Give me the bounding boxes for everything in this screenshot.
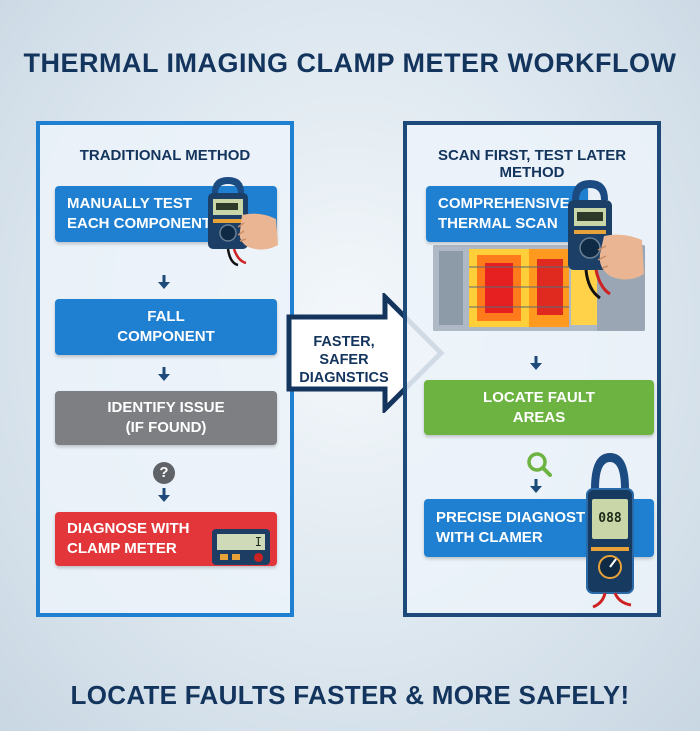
- traditional-method-heading: TRADITIONAL METHOD: [40, 147, 290, 164]
- locate-fault-line1: LOCATE FAULT: [424, 388, 654, 408]
- arrow-down-icon: [530, 356, 542, 370]
- arrow-down-icon: [158, 275, 170, 289]
- arrow-down-icon: [158, 488, 170, 502]
- fall-component-line1: FALL: [55, 307, 277, 327]
- multimeter-icon: I: [212, 529, 270, 565]
- magnifier-icon: [526, 451, 552, 477]
- arrow-label-line2: DIAGNSTICS: [290, 369, 398, 387]
- identify-issue-line2: (IF FOUND): [55, 418, 277, 438]
- fall-component-step: FALL COMPONENT: [55, 299, 277, 355]
- locate-fault-areas-step: LOCATE FAULT AREAS: [424, 380, 654, 435]
- identify-issue-line1: IDENTIFY ISSUE: [55, 398, 277, 418]
- fall-component-line2: COMPONENT: [55, 327, 277, 347]
- arrow-label-line1: FASTER, SAFER: [290, 333, 398, 369]
- large-clamp-meter-icon: 088: [585, 449, 635, 609]
- arrow-down-icon: [158, 367, 170, 381]
- clamp-meter-icon: [562, 178, 646, 306]
- large-meter-display: 088: [592, 499, 628, 539]
- page-title: THERMAL IMAGING CLAMP METER WORKFLOW: [0, 48, 700, 79]
- arrow-down-icon: [530, 479, 542, 493]
- clamp-meter-icon: [198, 175, 282, 267]
- scan-first-heading: SCAN FIRST, TEST LATER METHOD: [407, 147, 657, 181]
- hand-icon: [600, 235, 644, 280]
- meter-display: I: [217, 534, 265, 550]
- locate-fault-line2: AREAS: [424, 408, 654, 428]
- hand-icon: [240, 214, 278, 250]
- footer-tagline: LOCATE FAULTS FASTER & MORE SAFELY!: [0, 680, 700, 711]
- arrow-label: FASTER, SAFER DIAGNSTICS: [290, 333, 398, 387]
- identify-issue-step: IDENTIFY ISSUE (IF FOUND): [55, 391, 277, 445]
- question-icon: ?: [153, 462, 175, 484]
